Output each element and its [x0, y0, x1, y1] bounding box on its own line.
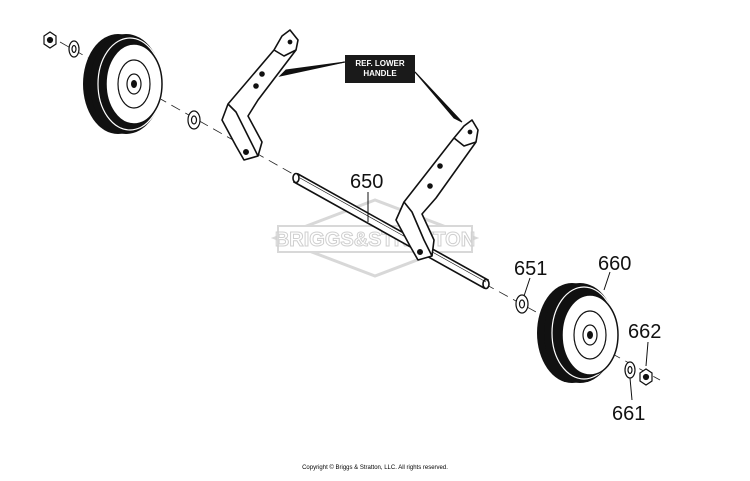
left-inner-washer: [187, 110, 201, 130]
callout-662: 662: [628, 321, 661, 343]
watermark-text: BRIGGS&STRATTON: [275, 229, 475, 251]
right-push-nut: [639, 368, 653, 386]
left-push-nut: [43, 31, 57, 49]
ref-label-line1: REF. LOWER: [355, 59, 405, 68]
right-handle-bracket: [395, 119, 479, 261]
left-washer: [68, 40, 80, 58]
callout-651: 651: [514, 258, 547, 280]
ref-lower-handle-label: REF. LOWER HANDLE: [345, 55, 415, 83]
right-wheel: [537, 283, 619, 383]
right-inner-washer: [515, 294, 529, 314]
callout-650: 650: [350, 171, 383, 193]
right-outer-washer: [624, 361, 636, 379]
callout-661: 661: [612, 403, 645, 425]
ref-label-line2: HANDLE: [363, 69, 397, 78]
left-handle-bracket: [221, 29, 299, 161]
callout-660: 660: [598, 253, 631, 275]
leader-lines: [278, 61, 649, 401]
left-wheel: [83, 34, 163, 134]
copyright-notice: Copyright © Briggs & Stratton, LLC. All …: [302, 465, 448, 471]
